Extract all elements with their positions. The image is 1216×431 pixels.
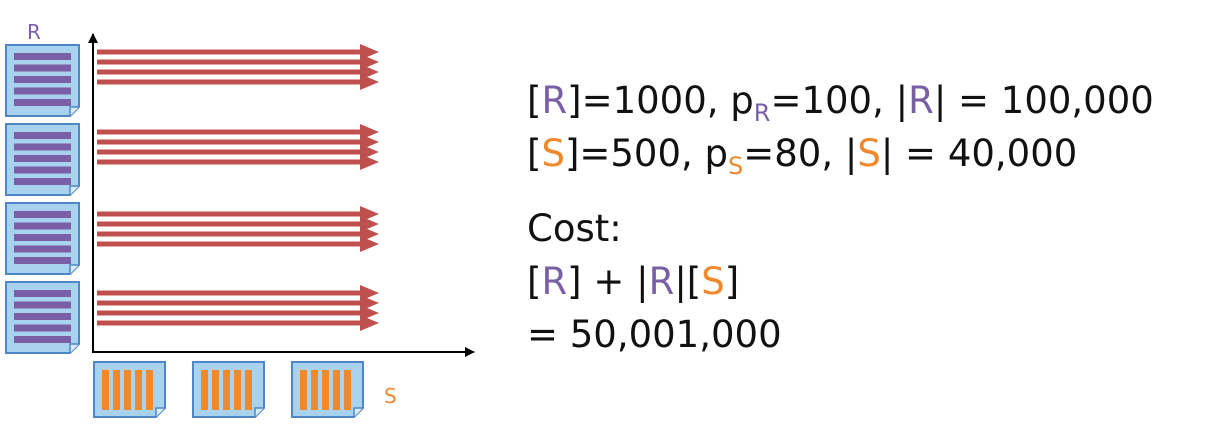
r-record	[14, 64, 71, 72]
s-pages-row	[93, 361, 364, 418]
s-record	[102, 370, 109, 410]
s-page	[192, 361, 265, 418]
scan-arrow-shaft	[97, 211, 363, 217]
scan-arrow-shaft	[97, 221, 363, 227]
cost-result: = 50,001,000	[527, 313, 782, 356]
scan-arrow-shaft	[97, 49, 363, 55]
scan-arrow	[97, 315, 379, 331]
s-record	[300, 370, 307, 410]
r-record	[14, 53, 71, 60]
r-record	[14, 143, 71, 151]
scan-arrow-shaft	[97, 59, 363, 65]
r-record	[14, 178, 71, 185]
s-record	[333, 370, 340, 410]
s-relation-label: S	[384, 384, 397, 408]
r-page-fold	[69, 185, 79, 195]
scan-arrows	[97, 44, 379, 331]
scan-arrow	[97, 144, 379, 160]
s-record	[212, 370, 219, 410]
scan-arrow-shaft	[97, 149, 363, 155]
r-record	[14, 211, 71, 218]
scan-arrow-shaft	[97, 139, 363, 145]
cost-explanation: [R]=1000, pR=100, |R| = 100,000 [S]=500,…	[527, 74, 1154, 361]
scan-arrow-head	[360, 236, 379, 252]
s-record	[311, 370, 318, 410]
r-page-fold	[69, 343, 79, 353]
scan-arrow-head	[360, 154, 379, 170]
scan-arrow-shaft	[97, 320, 363, 326]
s-record	[234, 370, 241, 410]
r-record	[14, 234, 71, 241]
r-record	[14, 222, 71, 230]
s-record	[245, 370, 252, 410]
s-record	[146, 370, 153, 410]
r-page	[5, 44, 80, 117]
scan-arrow-shaft	[97, 300, 363, 306]
cost-formula: [R] + |R|[S]	[527, 260, 740, 303]
scan-arrow-shaft	[97, 310, 363, 316]
scan-arrow	[97, 295, 379, 311]
r-page-fold	[69, 264, 79, 274]
r-record	[14, 132, 71, 139]
scan-arrow-shaft	[97, 231, 363, 237]
scan-arrow	[97, 44, 379, 60]
r-pages-column	[5, 44, 80, 354]
s-record	[113, 370, 120, 410]
scan-arrow	[97, 154, 379, 170]
r-relation-label: R	[27, 20, 41, 44]
r-record	[14, 290, 71, 297]
nested-loop-join-diagram	[5, 33, 475, 418]
scan-arrow	[97, 305, 379, 321]
s-page-fold	[353, 407, 363, 417]
scan-arrow	[97, 124, 379, 140]
scan-arrow	[97, 74, 379, 90]
scan-arrow	[97, 54, 379, 70]
r-record	[14, 324, 71, 332]
scan-arrow-head	[360, 315, 379, 331]
r-record	[14, 87, 71, 95]
scan-arrow-shaft	[97, 79, 363, 85]
scan-arrow-head	[360, 74, 379, 90]
s-page-fold	[155, 407, 165, 417]
r-record	[14, 99, 71, 106]
r-record	[14, 166, 71, 174]
r-record	[14, 155, 71, 162]
cost-heading: Cost:	[527, 207, 622, 250]
scan-arrow-shaft	[97, 290, 363, 296]
scan-arrow-shaft	[97, 159, 363, 165]
s-record	[322, 370, 329, 410]
r-record	[14, 301, 71, 309]
s-page-fold	[254, 407, 264, 417]
s-page	[93, 361, 166, 418]
r-page	[5, 202, 80, 275]
scan-arrow-shaft	[97, 241, 363, 247]
scan-arrow-shaft	[97, 69, 363, 75]
r-page	[5, 281, 80, 354]
r-page-fold	[69, 106, 79, 116]
scan-arrow	[97, 226, 379, 242]
scan-arrow-shaft	[97, 129, 363, 135]
r-record	[14, 257, 71, 264]
scan-arrow	[97, 206, 379, 222]
scan-arrow	[97, 134, 379, 150]
s-record	[201, 370, 208, 410]
scan-arrow	[97, 285, 379, 301]
r-record	[14, 245, 71, 253]
r-record	[14, 76, 71, 83]
scan-arrow	[97, 64, 379, 80]
s-stats-line: [S]=500, pS=80, |S| = 40,000	[527, 132, 1078, 180]
s-page	[291, 361, 364, 418]
r-stats-line: [R]=1000, pR=100, |R| = 100,000	[527, 79, 1154, 127]
scan-arrow	[97, 236, 379, 252]
s-record	[223, 370, 230, 410]
r-record	[14, 336, 71, 343]
scan-arrow	[97, 216, 379, 232]
s-record	[344, 370, 351, 410]
r-record	[14, 313, 71, 320]
s-record	[135, 370, 142, 410]
r-page	[5, 123, 80, 196]
s-record	[124, 370, 131, 410]
